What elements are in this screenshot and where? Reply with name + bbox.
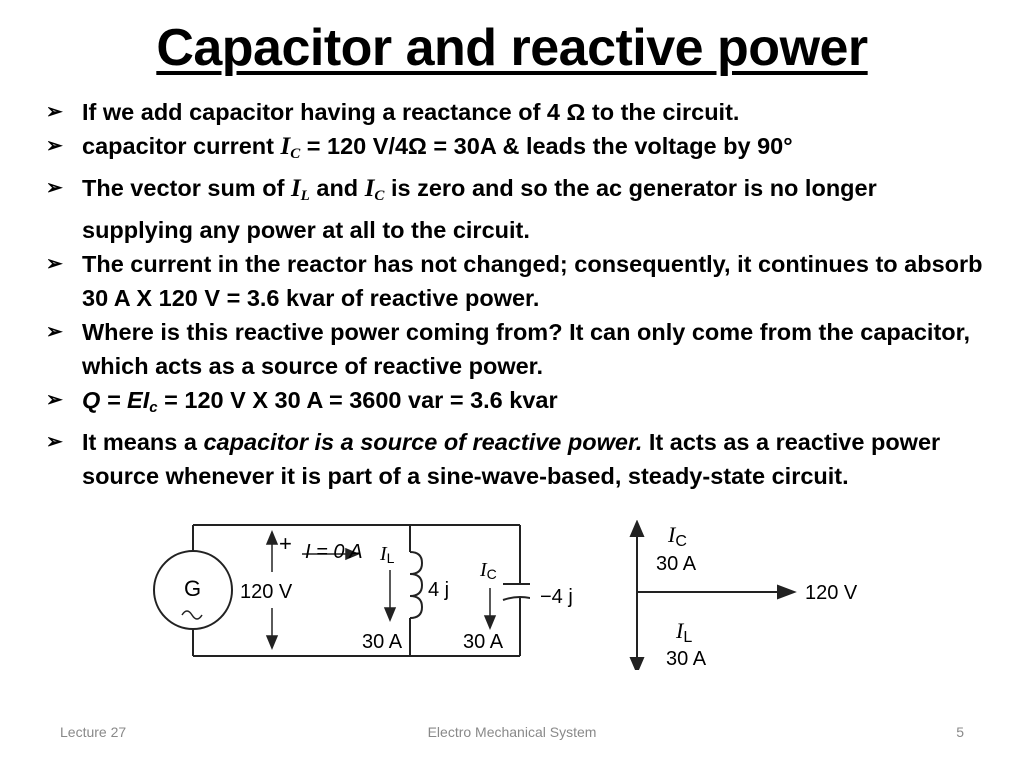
formula-sub: c (149, 399, 158, 416)
bullet-text: The vector sum of (82, 175, 291, 201)
symbol-i: I (364, 175, 375, 202)
il-label: IL (675, 618, 692, 646)
il-arrowhead-icon (629, 657, 645, 670)
bullet-text: It acts as a reactive power source whene… (82, 429, 941, 489)
bullet-text: and (309, 175, 365, 201)
circuit-diagram: G + 120 V I = 0 A IL 4 j 30 A IC 30 A (153, 524, 530, 657)
generator-label: G (184, 576, 201, 601)
ic-label: IC (667, 522, 687, 550)
emphasis-text: capacitor is a source of reactive power. (203, 429, 643, 455)
symbol-sub: C (290, 146, 301, 162)
symbol-sub: L (300, 188, 310, 204)
bullet-text: It means a (82, 429, 204, 455)
bullet-item: ➢ Q = EIc = 120 V X 30 A = 3600 var = 3.… (44, 383, 984, 425)
bullet-item: ➢ capacitor current IC = 120 V/4Ω = 30A … (44, 129, 984, 171)
arrow-bullet-icon: ➢ (46, 101, 63, 123)
sine-icon (181, 610, 203, 620)
inductor-reactance: 4 j (428, 579, 449, 601)
footer-center: Electro Mechanical System (427, 724, 597, 740)
il-value: 30 A (666, 648, 707, 670)
bullet-text: If we add capacitor having a reactance o… (82, 99, 740, 125)
phasor-voltage: 120 V (805, 582, 858, 604)
ic-value: 30 A (656, 553, 697, 575)
arrow-bullet-icon: ➢ (46, 431, 63, 453)
footer-left: Lecture 27 (60, 724, 127, 740)
bullet-item: ➢ If we add capacitor having a reactance… (44, 95, 984, 129)
generator-symbol (153, 550, 233, 630)
arrow-bullet-icon: ➢ (46, 389, 63, 411)
plus-sign: + (279, 531, 292, 556)
ic-arrowhead-icon (629, 520, 645, 537)
arrow-bullet-icon: ➢ (46, 177, 63, 199)
symbol-sub: C (374, 188, 385, 204)
page-number: 5 (956, 724, 964, 740)
capacitor-reactance-area: −4 j (540, 586, 573, 608)
capacitor-current-value: 30 A (463, 631, 504, 653)
bullet-text: = 120 V/4Ω = 30A & leads the voltage by … (300, 133, 793, 159)
bullet-text: The current in the reactor has not chang… (82, 251, 983, 311)
arrow-bullet-icon: ➢ (46, 253, 63, 275)
symbol-i: I (280, 133, 291, 160)
inductor-current-value: 30 A (362, 631, 403, 653)
bullet-item: ➢ The current in the reactor has not cha… (44, 247, 984, 315)
arrow-bullet-icon: ➢ (46, 135, 63, 157)
bullet-text: Where is this reactive power coming from… (82, 319, 970, 379)
bullet-item: ➢ It means a capacitor is a source of re… (44, 425, 984, 493)
slide-title: Capacitor and reactive power (156, 19, 868, 77)
bullet-text: is zero and so the ac generator is no lo… (82, 175, 877, 243)
phasor-diagram: IC 30 A 120 V IL 30 A (629, 520, 858, 670)
bullet-text: = 120 V X 30 A = 3600 var = 3.6 kvar (157, 387, 558, 413)
symbol-i: I (290, 175, 301, 202)
source-voltage: 120 V (240, 581, 293, 603)
bullet-text: capacitor current (82, 133, 281, 159)
bullet-item: ➢ The vector sum of IL and IC is zero an… (44, 171, 984, 247)
bullet-list: ➢ If we add capacitor having a reactance… (44, 95, 984, 493)
formula: Q = EI (82, 387, 150, 413)
voltage-arrowhead-icon (777, 584, 797, 600)
arrow-bullet-icon: ➢ (46, 321, 63, 343)
line-current: I = 0 A (305, 541, 363, 563)
inductor-current-label: IL (379, 543, 395, 566)
capacitor-current-label: IC (479, 559, 497, 582)
bullet-item: ➢ Where is this reactive power coming fr… (44, 315, 984, 383)
capacitor-reactance: −4 j (540, 586, 573, 608)
